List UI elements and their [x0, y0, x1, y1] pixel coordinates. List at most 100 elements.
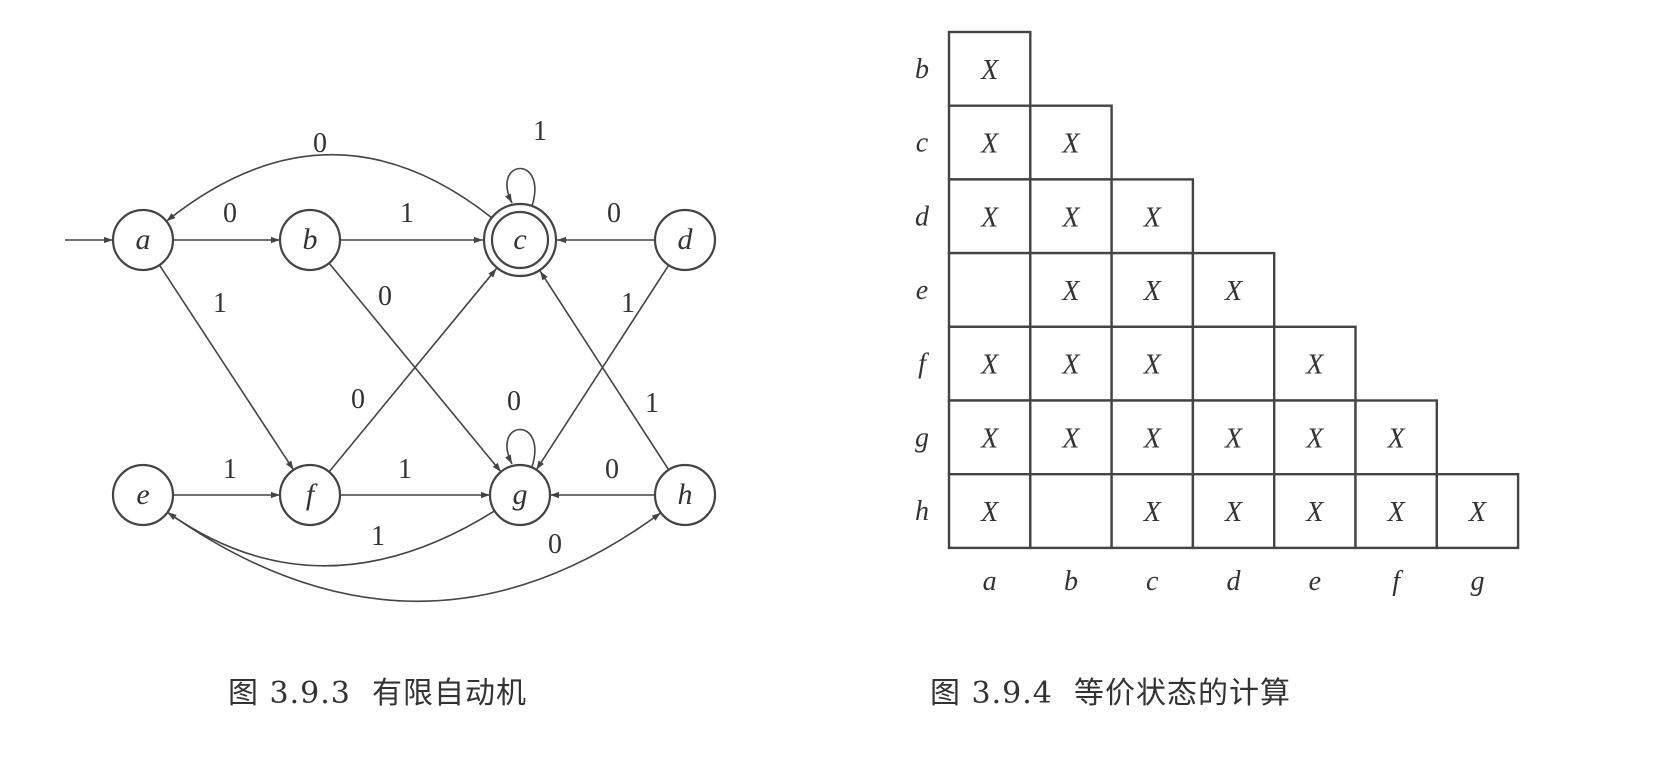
cell-d-a: X	[947, 178, 1032, 255]
arrow	[158, 264, 295, 471]
accept-ring	[490, 210, 550, 270]
state-label: e	[136, 478, 149, 511]
row-label-h: h	[915, 496, 929, 527]
cell-e-a	[947, 251, 1032, 329]
cell-mark: X	[1143, 423, 1162, 454]
transition-h-c: 1	[539, 270, 670, 471]
cell-g-e: X	[1272, 399, 1357, 476]
state-label: h	[678, 478, 693, 511]
state-label: b	[303, 223, 318, 256]
state-circle	[653, 463, 717, 527]
state-label: c	[513, 223, 526, 256]
row-label-c: c	[916, 128, 929, 159]
transition-label: 1	[645, 388, 659, 419]
state-c: c	[482, 202, 558, 278]
cell-d-b: X	[1029, 178, 1113, 255]
transition-label: 1	[621, 288, 635, 319]
transition-e-h: 0	[167, 511, 662, 603]
curved-arrow	[165, 153, 493, 222]
state-b: b	[278, 208, 342, 272]
cell-e-d: X	[1191, 251, 1276, 329]
transition-h-g: 0	[550, 454, 655, 499]
transition-label: 1	[213, 288, 227, 319]
state-label: g	[513, 478, 528, 511]
cell-border	[1029, 104, 1113, 181]
col-label-f: f	[1392, 566, 1403, 597]
cell-mark: X	[1305, 423, 1324, 454]
transition-label: 0	[223, 198, 237, 229]
self-loop-arrow	[505, 167, 536, 207]
transition-label: 1	[533, 116, 547, 147]
transition-c-c: 1	[505, 116, 547, 207]
table-caption: 图 3.9.4 等价状态的计算	[930, 676, 1291, 711]
cell-mark: X	[980, 202, 999, 233]
cell-mark: X	[1387, 497, 1406, 528]
state-a: a	[111, 208, 175, 272]
self-loop-arrow	[505, 428, 536, 468]
cell-border	[1191, 399, 1276, 476]
cell-border	[1029, 178, 1113, 255]
transition-label: 0	[548, 529, 562, 560]
cell-border	[1110, 325, 1195, 402]
col-label-b: b	[1064, 566, 1078, 597]
cell-e-c: X	[1110, 251, 1195, 329]
cell-border	[1191, 325, 1276, 402]
arrow	[539, 270, 670, 471]
cell-f-a: X	[947, 325, 1032, 402]
cell-f-e: X	[1272, 325, 1357, 402]
state-e: e	[111, 463, 175, 527]
transition-f-g: 1	[340, 454, 490, 499]
cell-mark: X	[1143, 497, 1162, 528]
cell-border	[1029, 399, 1113, 476]
cell-mark: X	[980, 497, 999, 528]
cell-f-d	[1191, 325, 1276, 402]
transition-label: 0	[378, 281, 392, 312]
transition-label: 0	[607, 198, 621, 229]
state-g: g	[488, 463, 552, 527]
transition-c-a: 0	[165, 128, 493, 222]
cell-border	[947, 178, 1032, 255]
cell-border	[1029, 473, 1113, 550]
transition-label: 0	[313, 128, 327, 159]
cell-border	[1435, 473, 1520, 550]
cell-g-c: X	[1110, 399, 1195, 476]
cell-f-b: X	[1029, 325, 1113, 402]
row-label-d: d	[915, 201, 930, 232]
cell-b-a: X	[947, 30, 1032, 107]
transition-label: 0	[351, 384, 365, 415]
cell-mark: X	[1224, 423, 1243, 454]
col-label-g: g	[1470, 566, 1484, 597]
col-label-a: a	[983, 566, 997, 597]
transition-label: 0	[507, 386, 521, 417]
cell-mark: X	[1143, 276, 1162, 307]
state-h: h	[653, 463, 717, 527]
cell-mark: X	[980, 129, 999, 160]
transition-label: 1	[223, 454, 237, 485]
transition-d-c: 0	[557, 198, 655, 244]
state-circle	[482, 202, 558, 278]
arrow	[328, 268, 498, 473]
cell-e-b: X	[1029, 251, 1113, 329]
cell-mark: X	[980, 55, 999, 86]
cell-mark: X	[1061, 276, 1080, 307]
col-label-c: c	[1146, 566, 1159, 597]
cell-mark: X	[1061, 423, 1080, 454]
state-circle	[488, 463, 552, 527]
cell-mark: X	[1224, 276, 1243, 307]
transition-b-c: 1	[340, 198, 483, 244]
cell-border	[1110, 399, 1195, 476]
cell-border	[1110, 251, 1195, 329]
transition-g-e: 1	[167, 510, 495, 567]
cell-d-c: X	[1110, 178, 1195, 255]
curved-arrow	[167, 511, 662, 603]
transition-a-b: 0	[173, 198, 280, 244]
row-label-g: g	[915, 422, 929, 453]
state-circle	[653, 208, 717, 272]
cell-border	[947, 325, 1032, 402]
cell-f-c: X	[1110, 325, 1195, 402]
cell-mark: X	[1387, 423, 1406, 454]
state-circle	[111, 463, 175, 527]
cell-border	[1354, 399, 1439, 476]
